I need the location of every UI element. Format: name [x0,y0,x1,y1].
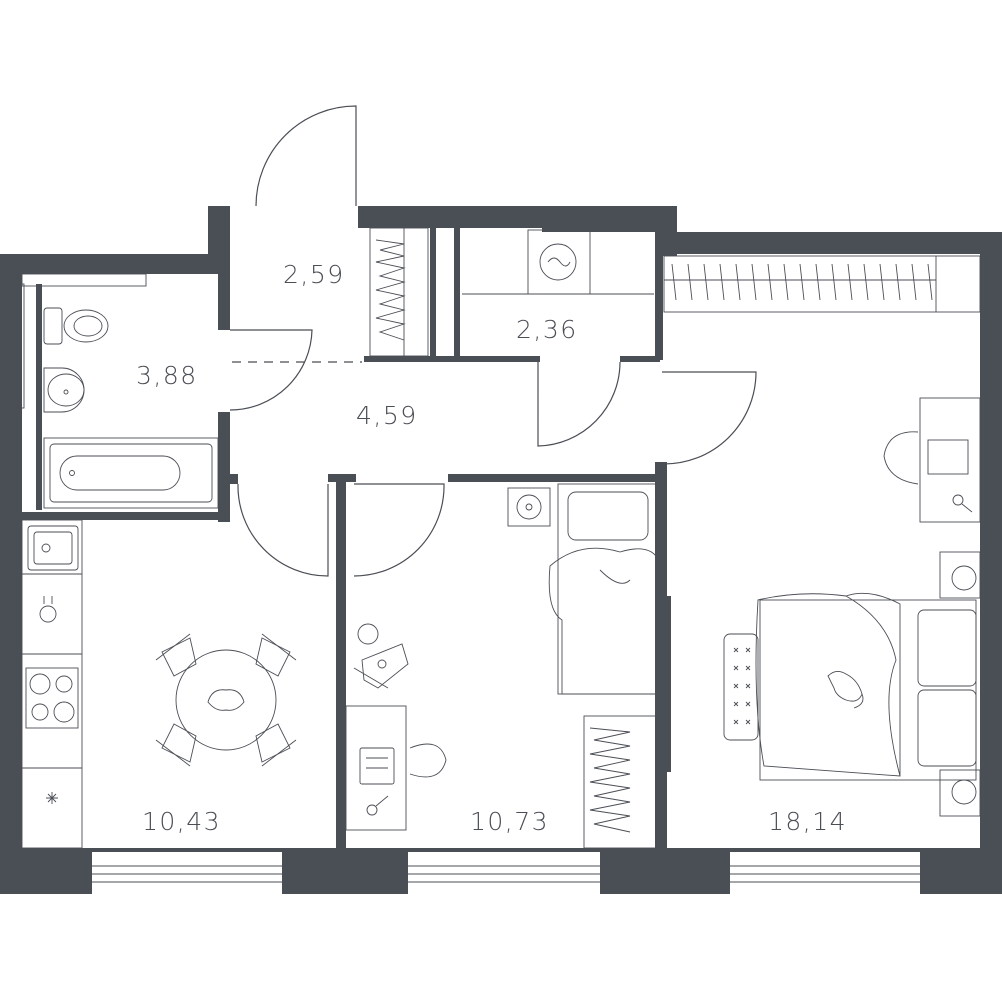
kids-room-fixtures [345,483,657,849]
area-label-vestibule: 2,59 [283,260,345,289]
cat-icon [827,671,864,709]
floor-lamp-icon [507,487,551,527]
doors [229,105,757,577]
area-label-bathroom: 3,88 [136,361,198,390]
nightstand-bottom [939,769,981,817]
bedroom-fixtures [663,255,981,817]
area-label-kids-room: 10,73 [470,807,549,836]
windows [92,865,920,883]
single-bed-icon [548,483,657,695]
walls [0,206,1002,894]
toilet-icon [43,307,109,345]
area-label-storage: 2,36 [516,315,578,344]
nightstand-top [939,551,981,599]
wardrobe-icon [663,255,981,313]
area-labels: 2,59 2,36 3,88 4,59 10,43 10,73 18,14 [136,260,847,836]
area-label-kitchen: 10,43 [142,807,221,836]
kitchen-fixtures [21,519,297,849]
bathtub-icon [43,437,219,509]
kitchen-sink-icon [22,525,82,575]
double-bed-icon [755,592,977,781]
desk-icon [345,705,447,831]
washing-machine-icon [462,229,654,295]
wardrobe-icon [583,715,657,849]
rug-icon [723,633,759,741]
sink-icon [43,367,85,413]
stove-icon [22,596,82,804]
dining-table-icon [155,633,297,767]
desk-icon [883,397,981,523]
area-label-bedroom: 18,14 [768,807,847,836]
bathroom-fixtures [13,273,219,509]
wardrobe-icon [369,227,429,357]
area-label-hallway: 4,59 [356,401,418,430]
toys-icon [353,623,409,689]
